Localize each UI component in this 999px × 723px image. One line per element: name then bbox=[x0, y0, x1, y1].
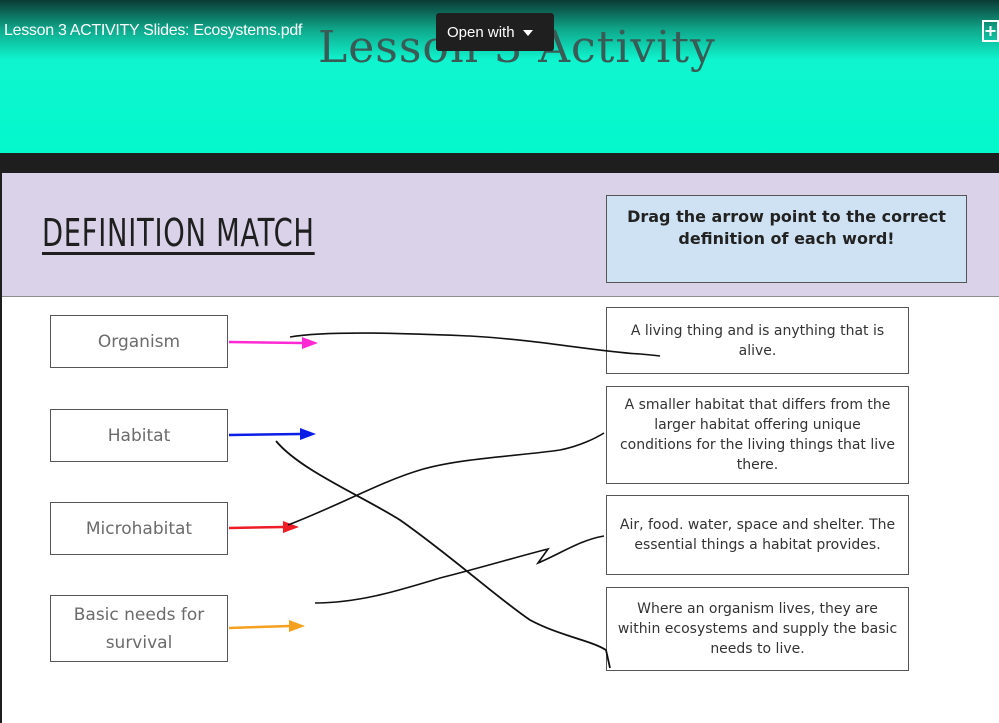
open-with-button[interactable]: Open with bbox=[436, 13, 554, 51]
definition-box-4[interactable]: Where an organism lives, they are within… bbox=[606, 587, 909, 671]
definition-text: Air, food. water, space and shelter. The… bbox=[619, 517, 896, 553]
definition-text: A smaller habitat that differs from the … bbox=[619, 397, 896, 473]
word-label: Microhabitat bbox=[85, 518, 193, 539]
instruction-box: Drag the arrow point to the correct defi… bbox=[606, 195, 967, 283]
caret-down-icon bbox=[522, 30, 533, 36]
instruction-text: Drag the arrow point to the correct defi… bbox=[627, 207, 946, 248]
add-to-drive-icon[interactable] bbox=[981, 20, 999, 42]
slide-page: DEFINITION MATCH Drag the arrow point to… bbox=[2, 173, 999, 723]
open-with-label: Open with bbox=[447, 23, 515, 41]
word-box-microhabitat[interactable]: Microhabitat bbox=[50, 502, 228, 555]
word-label: Basic needs for survival bbox=[73, 604, 205, 653]
word-box-basic-needs[interactable]: Basic needs for survival bbox=[50, 595, 228, 662]
word-label: Organism bbox=[97, 331, 181, 352]
definition-box-3[interactable]: Air, food. water, space and shelter. The… bbox=[606, 495, 909, 575]
word-box-organism[interactable]: Organism bbox=[50, 315, 228, 368]
definition-box-2[interactable]: A smaller habitat that differs from the … bbox=[606, 386, 909, 484]
section-header: DEFINITION MATCH Drag the arrow point to… bbox=[2, 173, 999, 297]
word-box-habitat[interactable]: Habitat bbox=[50, 409, 228, 462]
definition-text: A living thing and is anything that is a… bbox=[630, 322, 885, 359]
section-title: DEFINITION MATCH bbox=[42, 211, 315, 255]
definition-box-1[interactable]: A living thing and is anything that is a… bbox=[606, 307, 909, 374]
page-separator bbox=[0, 153, 999, 173]
file-name: Lesson 3 ACTIVITY Slides: Ecosystems.pdf bbox=[4, 22, 303, 39]
word-label: Habitat bbox=[107, 425, 171, 446]
definition-text: Where an organism lives, they are within… bbox=[617, 601, 898, 657]
